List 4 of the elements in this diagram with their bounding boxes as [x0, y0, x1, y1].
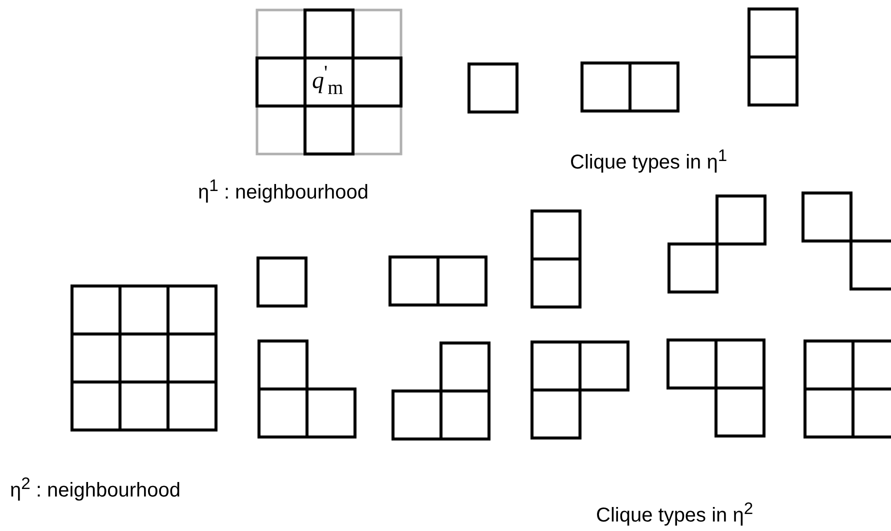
clique-caption: Clique types in η$^{2}$: [596, 499, 754, 528]
neighbourhood-caption: η$^{2}$ : neighbourhood: [10, 474, 181, 503]
neighbourhood-caption: η$^{1}$ : neighbourhood: [198, 176, 369, 205]
clique-caption: Clique types in η$^{1}$: [570, 146, 728, 175]
